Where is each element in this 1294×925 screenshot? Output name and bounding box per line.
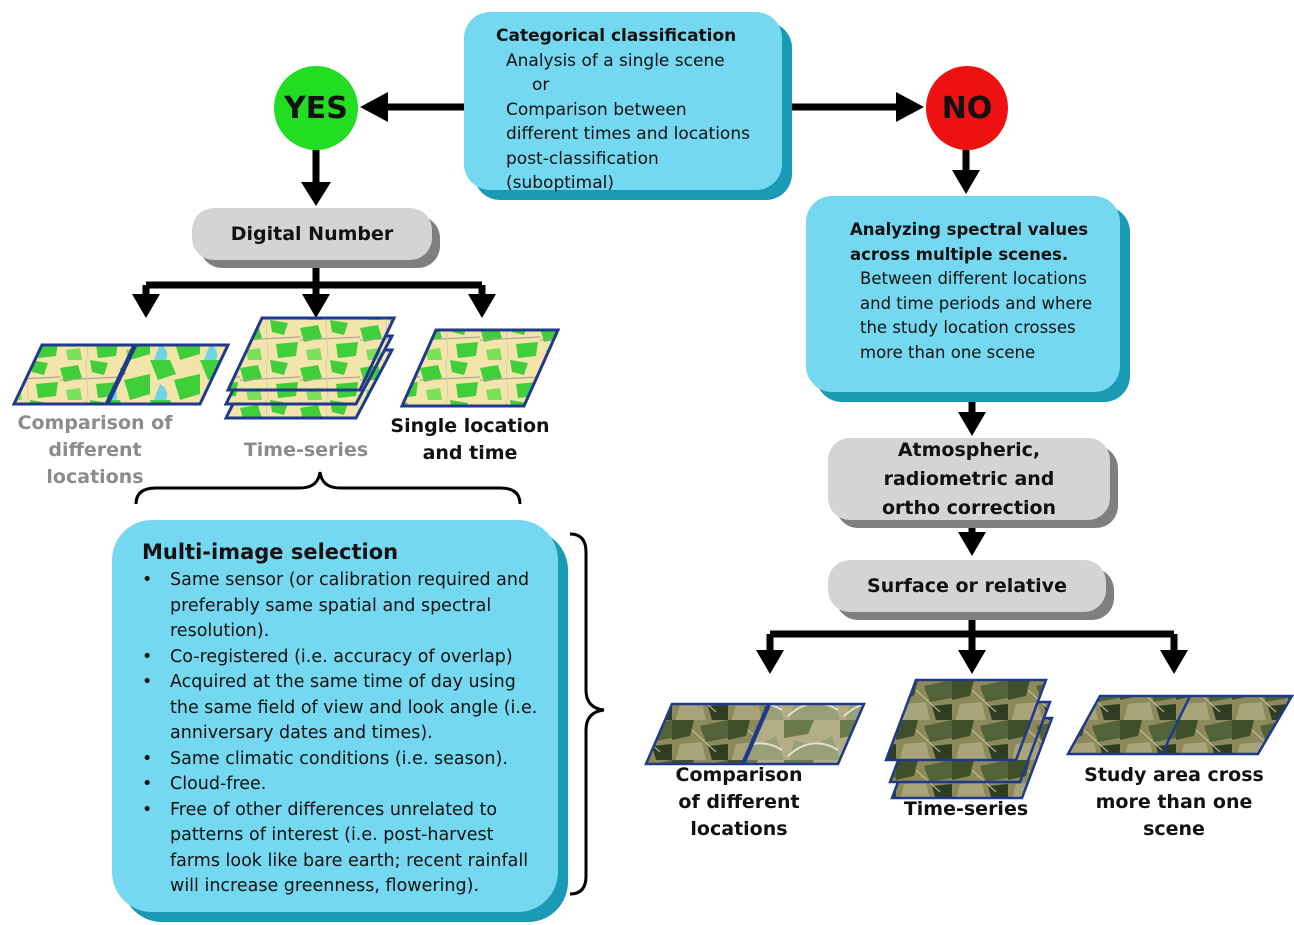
- yes-circle: YES: [274, 66, 358, 150]
- brace-icon: [134, 471, 522, 505]
- analyzing-spectral-box: Analyzing spectral values across multipl…: [806, 196, 1120, 392]
- analyzing-line: more than one scene: [860, 342, 1036, 362]
- decision-line: Comparison between: [506, 99, 687, 120]
- satellite-thumbnail-icon: [1065, 694, 1294, 756]
- multi-image-selection-box: Multi-image selection Same sensor (or ca…: [112, 520, 558, 912]
- brace-icon: [569, 532, 605, 896]
- decision-line: different times and locations: [506, 124, 750, 144]
- map-thumbnail-icon: [223, 316, 397, 420]
- list-item: Free of other differences unrelated to p…: [122, 798, 538, 900]
- no-circle: NO: [926, 66, 1008, 150]
- correction-box: Atmospheric, radiometric and ortho corre…: [828, 438, 1110, 520]
- analyzing-line: Between different locations: [860, 269, 1087, 288]
- comparison-locations-label: Comparison of different locations: [675, 764, 803, 840]
- digital-number-box: Digital Number: [192, 208, 432, 260]
- list-item: Same sensor (or calibration required and…: [122, 568, 538, 645]
- list-item: Cloud-free.: [122, 772, 538, 798]
- categorical-classification-box: Categorical classification Analysis of a…: [464, 12, 782, 193]
- map-thumbnail-icon: [11, 343, 231, 406]
- study-area-label: Study area cross more than one scene: [1084, 764, 1264, 840]
- list-item: Same climatic conditions (i.e. season).: [122, 747, 538, 773]
- satellite-thumbnail-icon: [644, 702, 866, 766]
- multi-image-title: Multi-image selection: [142, 540, 399, 564]
- criteria-list: Same sensor (or calibration required and…: [122, 568, 538, 900]
- analyzing-line: and time periods and where: [860, 293, 1093, 313]
- comparison-locations-label: Comparison of different locations: [17, 412, 173, 488]
- list-item: Co-registered (i.e. accuracy of overlap): [122, 645, 538, 671]
- analyzing-title: across multiple scenes.: [850, 244, 1069, 264]
- single-location-label: Single location and time: [390, 415, 550, 464]
- decision-line: (suboptimal): [506, 173, 614, 193]
- decision-line: post-classification: [506, 148, 659, 169]
- satellite-thumbnail-icon: [884, 678, 1054, 800]
- time-series-label: Time-series: [903, 798, 1029, 820]
- analyzing-line: the study location crosses: [860, 318, 1076, 337]
- list-item: Acquired at the same time of day using t…: [122, 670, 538, 747]
- time-series-label: Time-series: [243, 439, 369, 461]
- surface-relative-box: Surface or relative: [828, 560, 1106, 612]
- decision-line: Analysis of a single scene: [506, 50, 725, 71]
- analyzing-title: Analyzing spectral values: [850, 220, 1089, 239]
- decision-line: or: [532, 75, 550, 95]
- map-thumbnail-icon: [399, 328, 561, 408]
- decision-title: Categorical classification: [496, 26, 737, 46]
